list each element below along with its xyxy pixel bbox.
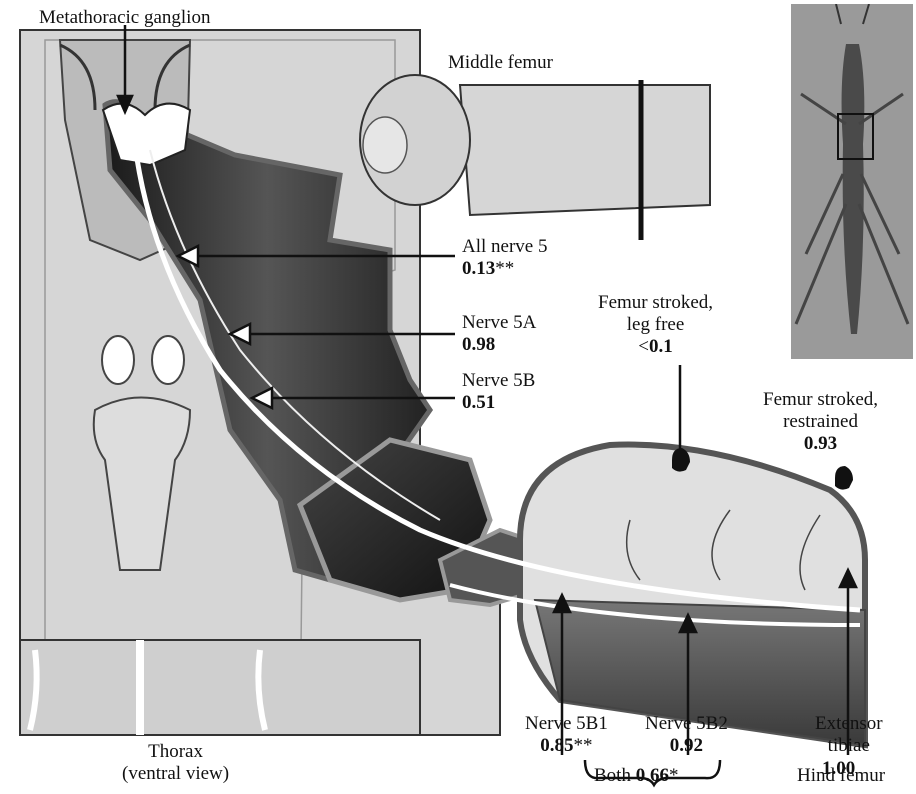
label-metathoracic-ganglion: Metathoracic ganglion <box>39 7 210 29</box>
middle-femur-shaft <box>460 85 710 215</box>
label-femur-free: Femur stroked, leg free <0.1 <box>598 292 713 358</box>
label-thorax: Thorax (ventral view) <box>122 741 229 785</box>
label-both: Both 0.66* <box>594 765 678 787</box>
label-extensor: Extensor tibiae <box>815 713 883 757</box>
label-all-nerve5: All nerve 5 0.13** <box>462 236 547 280</box>
label-middle-femur: Middle femur <box>448 52 553 74</box>
label-nerve5b2: Nerve 5B2 0.92 <box>645 713 728 757</box>
label-nerve5b1: Nerve 5B1 0.85** <box>525 713 608 757</box>
label-femur-restrained: Femur stroked, restrained 0.93 <box>763 389 878 455</box>
label-nerve5a: Nerve 5A 0.98 <box>462 312 536 356</box>
label-hind-femur: Hind femur <box>797 765 885 787</box>
thorax-lower-plate <box>20 640 420 735</box>
locust-photo <box>791 4 913 359</box>
label-nerve5b: Nerve 5B 0.51 <box>462 370 535 414</box>
